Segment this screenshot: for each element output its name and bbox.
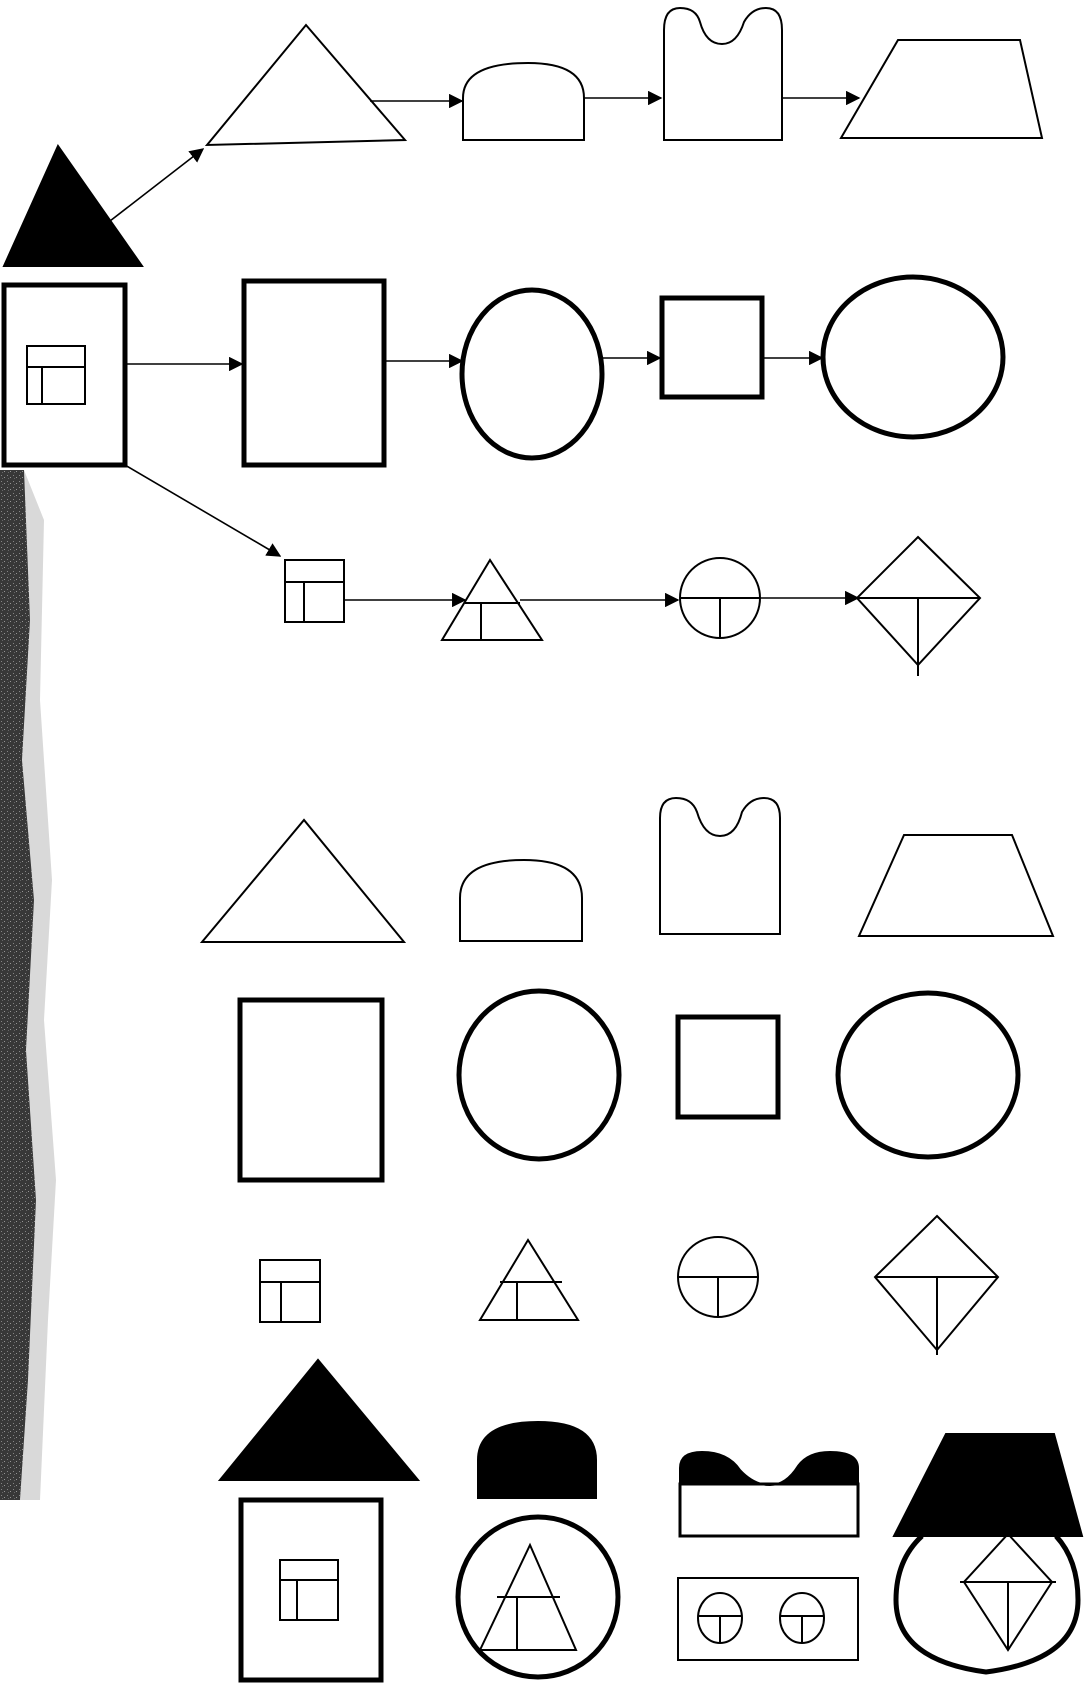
grid-window-square: [260, 1260, 320, 1322]
source-house-roof: [4, 146, 142, 266]
page-edge-shadow: [0, 470, 56, 1500]
composite-window-triangle: [480, 1545, 576, 1650]
composite-window-oval-right: [780, 1593, 824, 1643]
grid-row-3: [260, 1216, 998, 1355]
flow-window-square: [285, 560, 344, 622]
grid-triangle: [202, 820, 404, 942]
flow-row-body: [125, 277, 1003, 465]
grid-trapezoid: [859, 835, 1053, 936]
grid-window-diamond: [875, 1216, 998, 1355]
composite-trapezoid: [894, 1434, 1082, 1536]
source-house-body: [4, 285, 125, 465]
composite-dome: [478, 1422, 596, 1498]
composite-window-diamond: [960, 1534, 1056, 1650]
grid-circle: [459, 991, 619, 1159]
grid-row-2: [240, 991, 1018, 1180]
composite-tooth-top: [680, 1452, 858, 1485]
flow-tooth-shape: [664, 8, 782, 140]
source-house-window: [27, 346, 85, 404]
grid-window-triangle: [480, 1240, 578, 1320]
flow-row-roof: [110, 8, 1042, 221]
composite-window: [280, 1560, 338, 1620]
source-house: [4, 146, 142, 465]
flow-dome: [463, 63, 584, 140]
composite-window-oval-left: [698, 1593, 742, 1643]
grid-window-circle: [678, 1237, 758, 1317]
grid-tooth-shape: [660, 798, 780, 934]
grid-dome: [460, 860, 582, 941]
flow-square: [662, 298, 762, 397]
flow-window-diamond: [857, 537, 980, 676]
composite-body: [241, 1500, 381, 1680]
grid-ellipse: [838, 993, 1018, 1157]
grid-square: [678, 1017, 778, 1117]
composite-roof: [220, 1360, 418, 1480]
flow-window-circle: [680, 558, 760, 638]
composite-window-box: [678, 1578, 858, 1660]
flow-arrow: [125, 465, 280, 556]
flow-triangle: [207, 25, 405, 145]
flow-ellipse: [823, 277, 1003, 437]
flow-row-window: [125, 465, 980, 676]
flow-arrow: [110, 149, 203, 221]
composite-dome-circle: [458, 1422, 618, 1677]
composite-trapezoid-ellipse: [894, 1434, 1082, 1672]
flow-rectangle: [244, 281, 384, 465]
grid-rectangle: [240, 1000, 382, 1180]
grid-row-1: [202, 798, 1053, 942]
flow-circle: [462, 290, 602, 458]
flow-trapezoid: [841, 40, 1042, 138]
composite-tooth-box: [678, 1452, 858, 1660]
composite-triangle-house: [220, 1360, 418, 1680]
composite-tooth-base: [680, 1484, 858, 1536]
